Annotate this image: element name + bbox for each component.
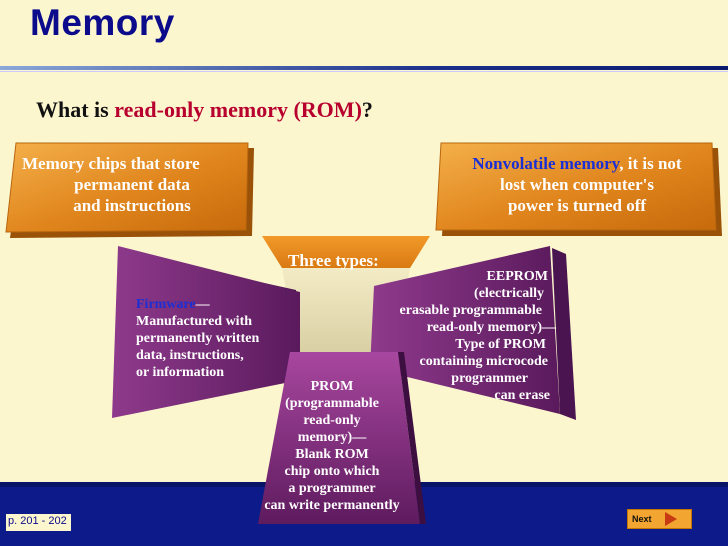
prom-text: PROM (programmable read-only memory)— Bl… bbox=[248, 378, 416, 514]
firmware-line: permanently written bbox=[136, 331, 260, 346]
eeprom-panel-side bbox=[552, 248, 576, 420]
title-divider-highlight bbox=[0, 71, 728, 72]
firmware-highlight: Firmware bbox=[136, 297, 196, 312]
prom-panel-shadow bbox=[398, 352, 426, 524]
firmware-line: Manufactured with bbox=[136, 314, 253, 329]
left-callout-line2: permanent data bbox=[74, 175, 190, 194]
prom-line: read-only bbox=[303, 413, 361, 428]
right-callout-face bbox=[435, 142, 717, 231]
prom-line: a programmer bbox=[288, 481, 376, 496]
firmware-line: or information bbox=[136, 365, 225, 380]
prom-panel bbox=[258, 352, 420, 524]
prom-line: PROM bbox=[310, 379, 354, 394]
prom-line: chip onto which bbox=[284, 464, 380, 479]
eeprom-line: programmer bbox=[451, 371, 528, 386]
eeprom-line: Type of PROM bbox=[455, 337, 546, 352]
eeprom-line: read-only memory)— bbox=[426, 320, 556, 335]
left-callout-line3: and instructions bbox=[73, 196, 191, 215]
three-types-label: Three types: bbox=[288, 251, 379, 270]
question-suffix: ? bbox=[361, 97, 373, 122]
prom-line: can write permanently bbox=[264, 498, 400, 513]
question-highlight: read-only memory (ROM) bbox=[114, 97, 362, 122]
eeprom-line: (electrically bbox=[474, 286, 544, 301]
right-callout-text: Nonvolatile memory, it is not lost when … bbox=[446, 153, 708, 216]
left-callout-text: Memory chips that store permanent data a… bbox=[22, 153, 242, 216]
eeprom-panel bbox=[370, 246, 560, 414]
eeprom-line: erasable programmable bbox=[399, 303, 542, 318]
eeprom-text: EEPROM (electrically erasable programmab… bbox=[378, 268, 558, 404]
next-label: Next bbox=[632, 514, 652, 524]
eeprom-line: can erase bbox=[494, 388, 550, 403]
right-callout-line3: power is turned off bbox=[507, 196, 647, 215]
question-prefix: What is bbox=[36, 97, 115, 122]
firmware-panel bbox=[112, 246, 300, 418]
prom-line: Blank ROM bbox=[295, 447, 369, 462]
firmware-line: data, instructions, bbox=[136, 348, 244, 363]
left-callout-face bbox=[5, 142, 249, 233]
prom-line: (programmable bbox=[285, 396, 379, 411]
right-callout-line2: lost when computer's bbox=[500, 175, 654, 194]
prom-line: memory)— bbox=[297, 430, 367, 445]
eeprom-line: EEPROM bbox=[486, 269, 548, 284]
arrow-right-icon bbox=[665, 512, 677, 526]
eeprom-line: containing microcode bbox=[419, 354, 548, 369]
right-callout-highlight: Nonvolatile memory bbox=[472, 154, 620, 173]
title-divider bbox=[0, 66, 728, 70]
firmware-text: Firmware— Manufactured with permanently … bbox=[136, 296, 259, 381]
left-callout-line1: Memory chips that store bbox=[22, 154, 200, 173]
next-button[interactable]: Next bbox=[627, 509, 692, 529]
firmware-dash: — bbox=[195, 297, 210, 312]
center-cap bbox=[262, 236, 430, 268]
page-reference: p. 201 - 202 bbox=[6, 514, 71, 531]
right-callout-rest1: , it is not bbox=[619, 154, 682, 173]
question-heading: What is read-only memory (ROM)? bbox=[36, 97, 373, 123]
page-title: Memory bbox=[30, 2, 175, 43]
